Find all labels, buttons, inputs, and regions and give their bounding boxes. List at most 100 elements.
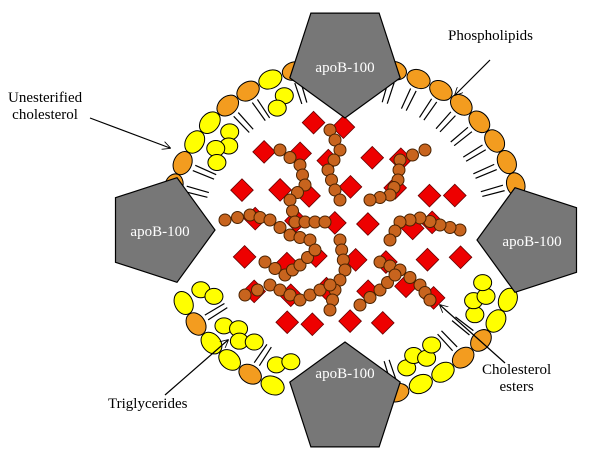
cholesterol-molecule [218,349,241,371]
fatty-acid-tail [419,98,433,118]
cholesterol-ester-bead [268,262,282,275]
triglyceride [232,245,257,269]
triglyceride [415,247,440,272]
cholesterol-ester-bead [333,143,347,157]
cholesterol-ester-bead [286,204,299,218]
apob-label: apoB-100 [315,60,374,76]
fatty-acid-tail [388,359,397,381]
cholesterol-molecule [200,331,223,355]
triglyceride [275,310,300,335]
apob-pentagon [289,12,401,119]
cholesterol-ester-bead [218,213,232,227]
triglyceride [370,310,395,335]
fatty-acid-tail [204,303,225,316]
fatty-acid-tail [184,191,208,198]
triglyceride [338,174,363,199]
cholesterol-molecule [281,353,301,371]
label-arrow [89,117,170,148]
fatty-acid-tail [195,164,217,176]
cholesterol-molecule [431,361,455,383]
apob-label: apoB-100 [502,234,561,250]
apob-100-protein: apoB-100 [289,341,401,448]
cholesterol-ester-bead [418,143,432,157]
label-arrows [89,59,506,396]
cholesterol-ester-bead [231,211,244,224]
triglyceride [448,245,473,270]
phospholipid-head [449,93,473,116]
fatty-acid-tail [256,99,271,119]
cholesterol-ester-bead [323,278,337,292]
fatty-acid-tail [465,149,487,162]
fatty-acid-tail [473,163,495,175]
cholesterol-ester-bead [238,288,252,302]
cholesterol-ester-bead [283,151,297,164]
triglyceride [230,178,254,202]
fatty-acid-tail [482,190,505,198]
label-phospholipids: Phospholipids [448,28,534,44]
label-line: esters [499,379,534,395]
apob-pentagon [289,341,401,448]
triglyceride [331,115,356,139]
cholesterol-ester-bead [251,283,264,297]
cholesterol-ester-bead [308,243,322,257]
apob-label: apoB-100 [315,366,374,382]
fatty-acid-tail [450,126,469,143]
cholesterol-ester-bead [263,213,277,227]
phospholipid-head [238,363,262,385]
triglyceride [338,309,362,333]
label-arrow [455,59,491,95]
apob-label: apoB-100 [130,224,189,240]
cholesterol-ester-bead [363,291,377,304]
lipid-core [218,110,473,337]
cholesterol-molecule [244,333,264,351]
fatty-acid-tail [386,82,395,104]
cholesterol-molecule [267,99,287,117]
apob-100-protein: apoB-100 [476,186,578,294]
apob-pentagon [476,186,578,294]
fatty-acid-tail [253,344,268,364]
apob-100-protein: apoB-100 [289,12,401,119]
fatty-acid-tail [439,115,456,133]
apob-proteins: apoB-100 apoB-100 apoB-100 apoB-100 [114,12,578,448]
fatty-acid-tail [400,88,412,109]
cholesterol-molecule [473,274,493,292]
cholesterol-ester-bead [406,148,419,162]
fatty-acid-tail [233,115,250,133]
cholesterol-ester-bead [258,255,272,269]
phospholipid-head [484,129,506,153]
label-line: Unesterified [8,90,83,106]
phospholipid-head [216,94,240,117]
label-line: cholesterol [12,107,78,123]
cholesterol-molecule [258,69,283,90]
cholesterol-ester-bead [388,268,402,282]
cholesterol-ester-bead [423,293,437,307]
cholesterol-ester-bead [403,271,417,284]
fatty-acid-tail [480,184,504,193]
fatty-acid-tail [435,111,452,130]
phospholipid-head [185,312,207,336]
fatty-acid-tail [475,169,497,179]
apob-100-protein: apoB-100 [114,176,216,284]
fatty-acid-tail [405,90,417,111]
label-cholesterol-esters: Cholesterol esters [482,362,551,396]
cholesterol-ester-bead [273,221,287,234]
fatty-acid-tail [258,346,272,367]
triglyceride [300,312,325,337]
cholesterol-molecule [422,336,442,354]
fatty-acid-tail [294,82,303,105]
phospholipid-monolayer [164,60,526,403]
phospholipid-head [429,80,453,101]
triglyceride [360,145,385,170]
cholesterol-molecule [198,111,221,135]
fatty-acid-tail [192,170,215,180]
cholesterol-molecule [207,153,227,171]
fatty-acid-tail [462,144,483,158]
triglyceride [343,247,368,272]
cholesterol-ester-bead [318,215,332,229]
label-line: Cholesterol [482,362,552,378]
fatty-acid-tail [423,101,438,121]
label-unesterified-cholesterol: Unesterified cholesterol [8,90,82,124]
cholesterol-ester-bead [353,298,367,312]
fatty-acid-tail [453,131,473,147]
